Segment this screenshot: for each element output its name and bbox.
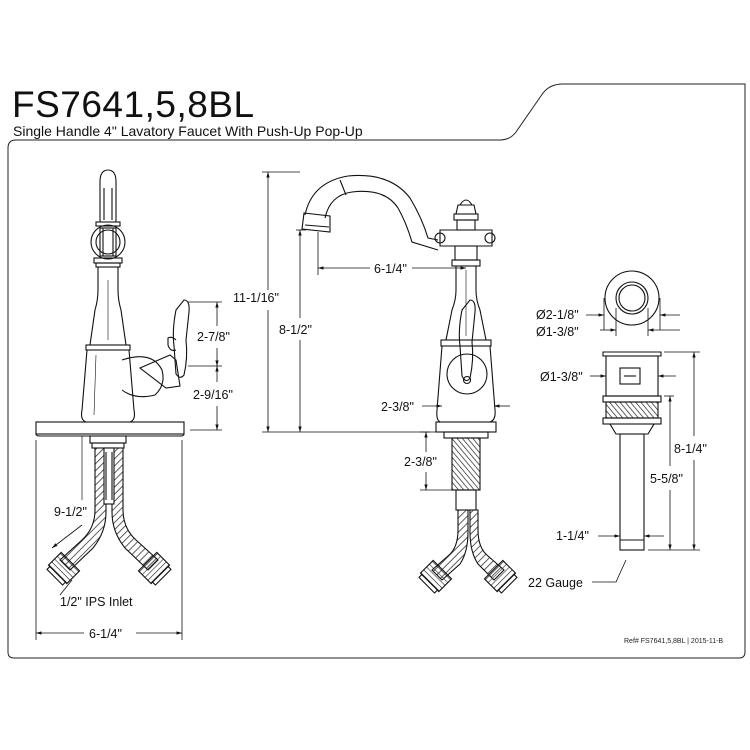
dim-base-width: 6-1/4": [89, 627, 122, 641]
dim-spout-height: 8-1/2": [279, 323, 312, 337]
faucet-front-view: [35, 169, 190, 449]
dim-body-diameter: Ø1-3/8": [540, 370, 583, 384]
gauge-label: 22 Gauge: [528, 576, 583, 590]
supply-hoses-left: [46, 447, 172, 586]
dim-shank-length: 2-3/8": [404, 455, 437, 469]
faucet-side-view: [301, 174, 497, 511]
sheet-frame: [7, 83, 746, 659]
dim-flange-diameter: Ø2-1/8": [536, 308, 579, 322]
dim-handle-upper: 2-7/8": [197, 330, 230, 344]
inlet-label: 1/2" IPS Inlet: [60, 595, 133, 609]
dim-spout-reach: 6-1/4": [374, 262, 407, 276]
dim-base-height: 2-3/8": [381, 400, 414, 414]
dim-tail-diameter: 1-1/4": [556, 529, 589, 543]
page-title: FS7641,5,8BL: [12, 84, 255, 125]
drain-dimension-lines: [586, 298, 700, 583]
dim-hose-length: 9-1/2": [54, 505, 87, 519]
dim-total-height: 11-1/16": [233, 291, 279, 305]
pop-up-drain: [602, 270, 662, 551]
dim-handle-lower: 2-9/16": [193, 388, 233, 402]
dim-tail-length: 5-5/8": [650, 472, 683, 486]
reference-footer: Ref# FS7641,5,8BL | 2015-11-B: [624, 638, 724, 645]
left-dimension-lines: [35, 301, 222, 640]
supply-hoses-side: [418, 509, 518, 594]
side-dimension-lines: [262, 171, 510, 491]
dim-drain-total-length: 8-1/4": [674, 442, 707, 456]
page-subtitle: Single Handle 4" Lavatory Faucet With Pu…: [13, 123, 363, 139]
dim-inner-diameter: Ø1-3/8": [536, 325, 579, 339]
